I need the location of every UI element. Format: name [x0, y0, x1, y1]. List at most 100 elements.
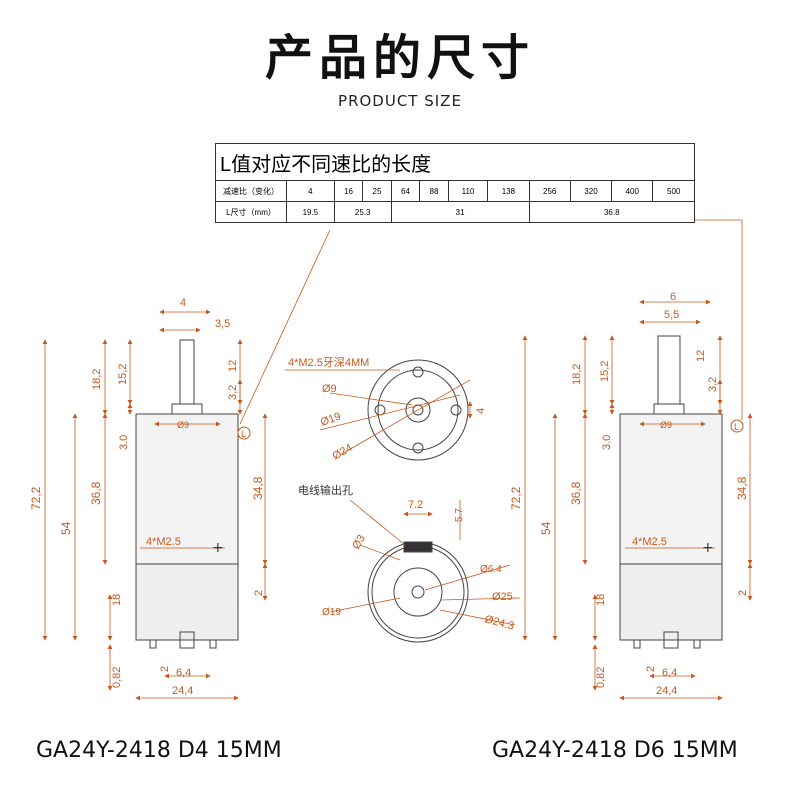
rear-shaft [411, 585, 425, 599]
rear-dim-d25: Ø25 [492, 591, 513, 603]
left-dim-width: 24,4 [172, 685, 193, 697]
left-dim-shaft-len: 12 [227, 360, 239, 372]
length-cell: 36.8 [528, 201, 696, 223]
front-flange-ring [377, 369, 459, 451]
front-screw-hole [412, 366, 424, 378]
rear-inner-ring [371, 545, 465, 639]
right-dimension-lines [522, 219, 753, 701]
rear-dim-h57: 5.7 [454, 508, 465, 522]
right-dim-pin: 2 [645, 666, 657, 672]
left-shaft-tail [179, 631, 195, 649]
left-boss [171, 403, 203, 415]
front-screw-hole [374, 404, 386, 416]
left-gearbox [135, 413, 239, 565]
left-dim-gearbox: 36,8 [89, 481, 103, 505]
right-dim-boss: 3,2 [707, 377, 719, 392]
left-dim-gap: 2 [253, 590, 265, 596]
left-dim-boss-d: Ø9 [177, 420, 189, 430]
right-boss [653, 403, 685, 415]
right-dim-gearbox: 36,8 [569, 481, 583, 505]
length-row: L尺寸（mm） 19.5 25.3 31 36.8 [215, 201, 696, 223]
rear-wire-connector [403, 541, 433, 553]
right-dim-side: 34,8 [735, 476, 749, 500]
left-dim-side: 34,8 [251, 476, 265, 500]
right-motor-drawing [619, 335, 723, 649]
left-plus-mark: + [212, 540, 224, 556]
left-dim-thread: 4*M2.5 [146, 536, 181, 548]
length-cell: 25.3 [333, 201, 392, 223]
right-shaft-tail [663, 631, 679, 649]
front-view-labels: 4*M2.5牙深4MM Ø9 Ø19 Ø24 4 [288, 356, 487, 463]
right-dim-shaft-total: 15,2 [599, 361, 611, 382]
front-view-leaders [285, 369, 473, 456]
rear-view-leaders [329, 499, 521, 626]
left-dim-shaft-d: 4 [180, 297, 186, 309]
rear-dim-d3: Ø3 [350, 533, 368, 552]
right-dim-overall: 72,2 [509, 486, 523, 510]
right-dim-flat: 5,5 [664, 309, 679, 321]
left-motor-drawing [135, 339, 239, 649]
rear-outer-ring [367, 541, 469, 643]
left-dim-top: 18,2 [91, 369, 103, 390]
right-motor-can [619, 563, 723, 641]
left-shaft [179, 339, 195, 405]
right-dim-thread: 4*M2.5 [632, 536, 667, 548]
page-title: 产品的尺寸 [264, 30, 535, 86]
front-dim-slot: 4 [475, 408, 487, 414]
left-dim-pin: 2 [159, 666, 171, 672]
left-terminal [209, 639, 217, 649]
right-dim-shaft-len: 12 [695, 350, 707, 362]
left-dim-motor: 18 [111, 594, 123, 606]
left-dim-flat: 3,5 [215, 318, 230, 330]
page-subtitle: PRODUCT SIZE [338, 92, 462, 110]
right-dim-width: 24,4 [656, 685, 677, 697]
right-l-marker [730, 419, 744, 433]
left-dim-boss: 3,2 [227, 385, 239, 400]
right-dim-shaft-d: 6 [670, 291, 676, 303]
front-dim-d9: Ø9 [322, 383, 337, 395]
left-dim-body: 54 [59, 521, 73, 535]
right-gearbox [619, 413, 723, 565]
front-thread-note: 4*M2.5牙深4MM [288, 356, 369, 369]
front-boss-ring [405, 397, 431, 423]
rear-dim-d19: Ø19 [322, 607, 341, 618]
rear-view-drawing [367, 541, 469, 643]
left-dim-collar: 3.0 [118, 435, 130, 450]
right-dim-top: 18,2 [571, 364, 583, 385]
right-dim-pin-w: 6,4 [662, 667, 677, 679]
wire-outlet-label: 电线输出孔 [298, 483, 353, 497]
length-table: L值对应不同速比的长度 减速比（变化） 4 16 25 64 88 110 13… [215, 143, 696, 223]
left-dimension-lines [42, 229, 331, 701]
left-dim-term: 0,82 [111, 667, 123, 688]
front-dim-d19: Ø19 [319, 410, 343, 428]
right-dim-l: L [734, 422, 739, 432]
right-shaft [657, 335, 681, 405]
left-dim-overall: 72,2 [29, 486, 43, 510]
right-model-caption: GA24Y-2418 D6 15MM [492, 738, 738, 763]
rear-dim-d243: Ø24.3 [483, 613, 515, 632]
right-terminal [633, 639, 641, 649]
right-dim-gap: 2 [737, 590, 749, 596]
left-dimension-labels: 4 3,5 12 3,2 18,2 15,2 3.0 Ø9 L 72,2 54 … [29, 297, 265, 697]
rear-dim-w72: 7.2 [408, 499, 423, 511]
right-terminal [693, 639, 701, 649]
left-dim-l: L [241, 429, 246, 439]
front-dim-d24: Ø24 [331, 442, 355, 463]
right-plus-mark: + [702, 540, 714, 556]
left-l-marker [237, 426, 251, 440]
rear-view-labels: 7.2 5.7 Ø3 Ø6.4 Ø25 Ø24.3 Ø19 [322, 499, 515, 633]
front-screw-hole [450, 404, 462, 416]
right-dim-term: 0,82 [595, 667, 607, 688]
left-model-caption: GA24Y-2418 D4 15MM [36, 738, 282, 763]
front-shaft [412, 404, 424, 416]
left-terminal [149, 639, 157, 649]
length-row-label: L尺寸（mm） [215, 201, 287, 223]
right-dim-collar: 3.0 [601, 435, 613, 450]
right-dim-motor: 18 [595, 594, 607, 606]
rear-dim-d64: Ø6.4 [480, 564, 502, 575]
rear-center-ring [393, 567, 443, 617]
right-dim-boss-d: Ø9 [660, 420, 672, 430]
ratio-row: 减速比（变化） 4 16 25 64 88 110 138 256 320 40… [215, 180, 695, 202]
front-screw-hole [412, 442, 424, 454]
